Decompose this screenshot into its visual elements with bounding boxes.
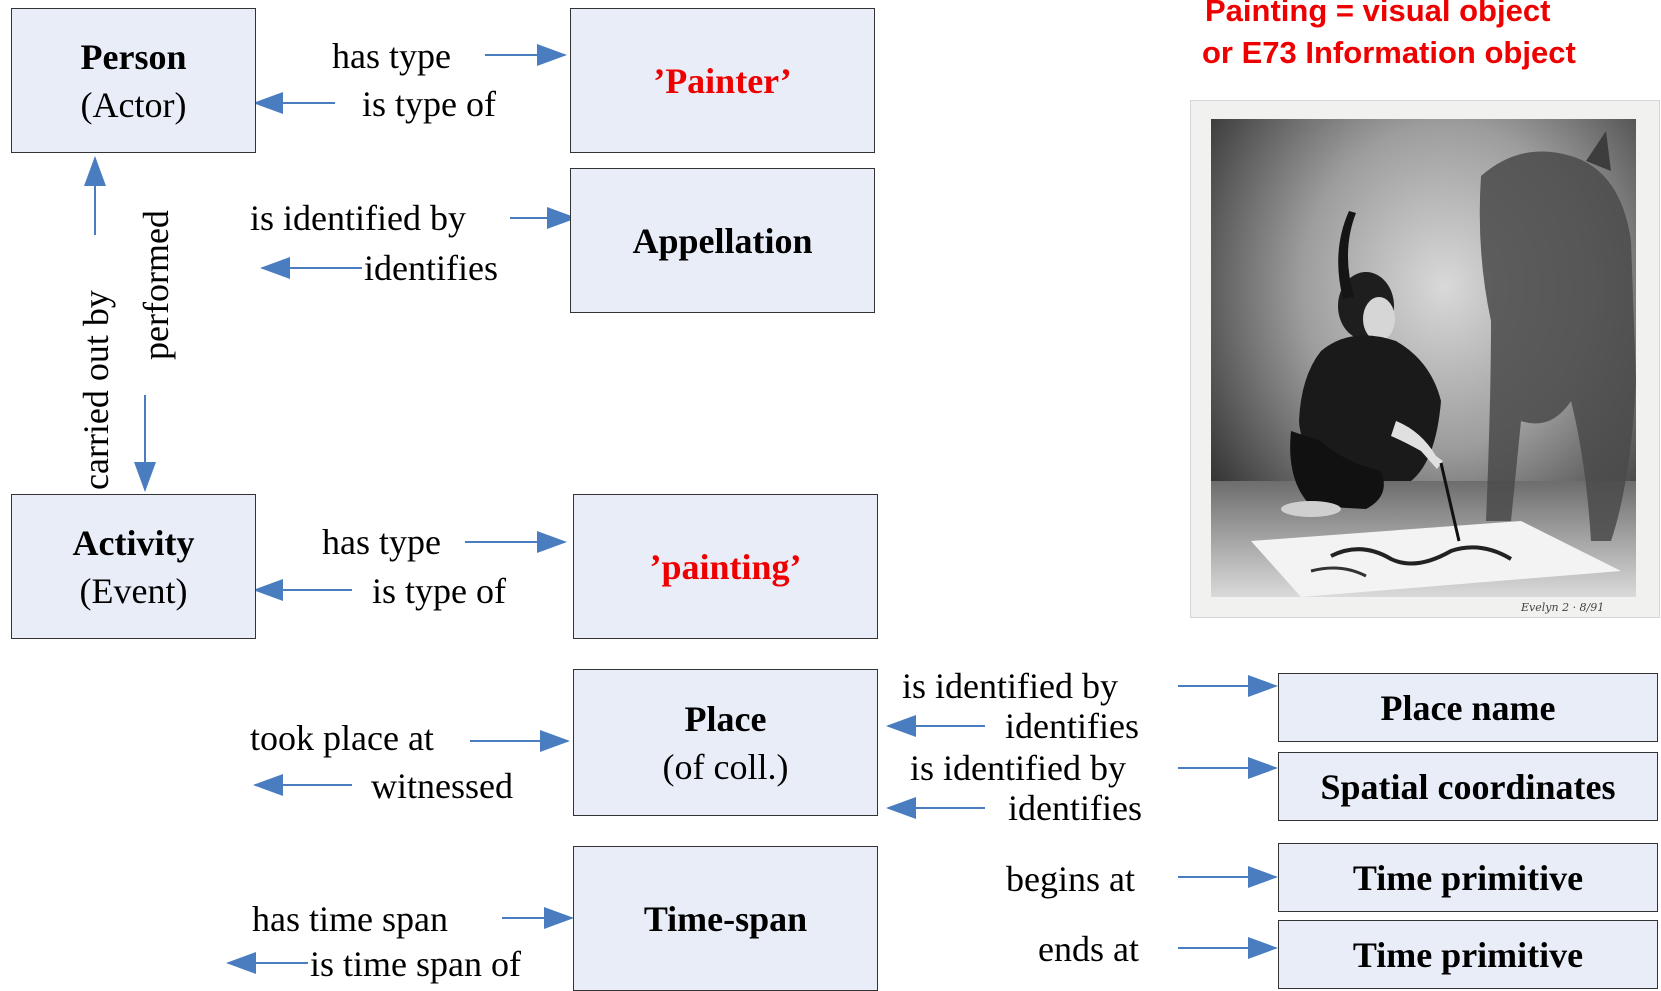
- spatial-coordinates-title: Spatial coordinates: [1320, 766, 1616, 807]
- painting-title: ’painting’: [649, 546, 802, 587]
- activity-box: Activity (Event): [11, 494, 256, 639]
- time-primitive-begin-title: Time primitive: [1352, 857, 1584, 898]
- painter-photograph: Evelyn 2 · 8/91: [1211, 119, 1636, 614]
- label-performed: performed: [136, 210, 176, 360]
- place-name-box: Place name: [1278, 673, 1658, 742]
- place-subtitle: (of coll.): [662, 746, 789, 787]
- person-box: Person (Actor): [11, 8, 256, 153]
- appellation-box: Appellation: [570, 168, 875, 313]
- activity-title: Activity: [72, 522, 195, 563]
- label-identifies-1: identifies: [364, 248, 498, 288]
- timespan-title: Time-span: [643, 898, 808, 939]
- photo-signature: Evelyn 2 · 8/91: [1520, 601, 1604, 614]
- label-has-time-span: has time span: [252, 899, 448, 939]
- label-is-identified-by-3: is identified by: [910, 748, 1126, 788]
- place-title: Place: [684, 698, 767, 739]
- photo-frame: Evelyn 2 · 8/91: [1190, 100, 1660, 618]
- label-is-type-of-1: is type of: [362, 84, 496, 124]
- painter-box: ’Painter’: [570, 8, 875, 153]
- person-title: Person: [80, 36, 187, 77]
- person-subtitle: (Actor): [80, 84, 187, 125]
- label-has-type-2: has type: [322, 522, 441, 562]
- label-witnessed: witnessed: [371, 766, 513, 806]
- appellation-title: Appellation: [632, 220, 813, 261]
- place-box: Place (of coll.): [573, 669, 878, 816]
- timespan-box: Time-span: [573, 846, 878, 991]
- painter-title: ’Painter’: [653, 60, 792, 101]
- label-carried-out-by: carried out by: [76, 290, 116, 490]
- label-ends-at: ends at: [1038, 929, 1139, 969]
- label-identifies-2: identifies: [1005, 706, 1139, 746]
- time-primitive-end-box: Time primitive: [1278, 920, 1658, 989]
- label-is-identified-by-1: is identified by: [250, 198, 466, 238]
- label-is-identified-by-2: is identified by: [902, 666, 1118, 706]
- label-identifies-3: identifies: [1008, 788, 1142, 828]
- note-line-1: Painting = visual object: [1205, 0, 1551, 28]
- label-begins-at: begins at: [1006, 859, 1135, 899]
- spatial-coordinates-box: Spatial coordinates: [1278, 752, 1658, 821]
- label-is-type-of-2: is type of: [372, 571, 506, 611]
- place-name-title: Place name: [1380, 687, 1556, 728]
- note-line-2: or E73 Information object: [1202, 35, 1576, 70]
- label-has-type-1: has type: [332, 36, 451, 76]
- label-took-place-at: took place at: [250, 718, 434, 758]
- label-is-time-span-of: is time span of: [310, 944, 521, 984]
- activity-subtitle: (Event): [79, 570, 188, 611]
- time-primitive-end-title: Time primitive: [1352, 934, 1584, 975]
- time-primitive-begin-box: Time primitive: [1278, 843, 1658, 912]
- painting-box: ’painting’: [573, 494, 878, 639]
